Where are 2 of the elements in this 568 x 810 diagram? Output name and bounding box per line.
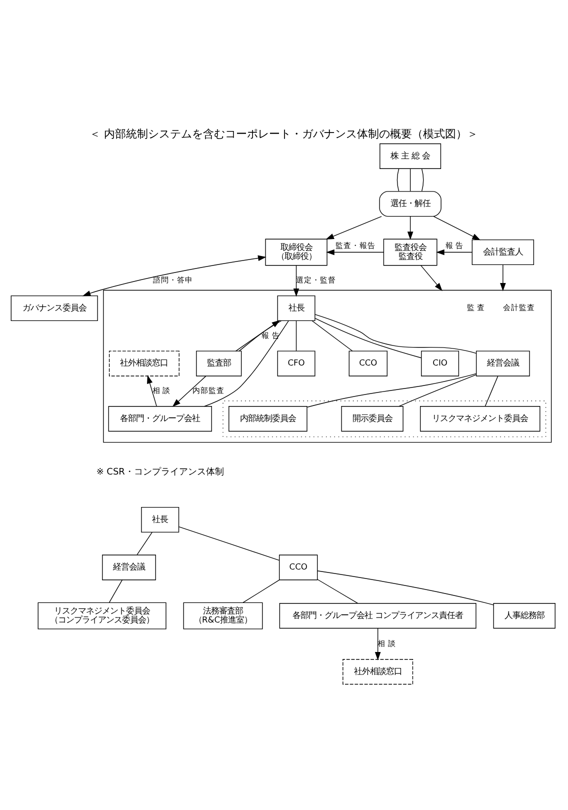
label: ※ CSR・コンプライアンス体制 (96, 467, 224, 478)
diagram-title: ＜ 内部統制システムを含むコーポレート・ガバナンス体制の概要（模式図）＞ (90, 127, 478, 140)
